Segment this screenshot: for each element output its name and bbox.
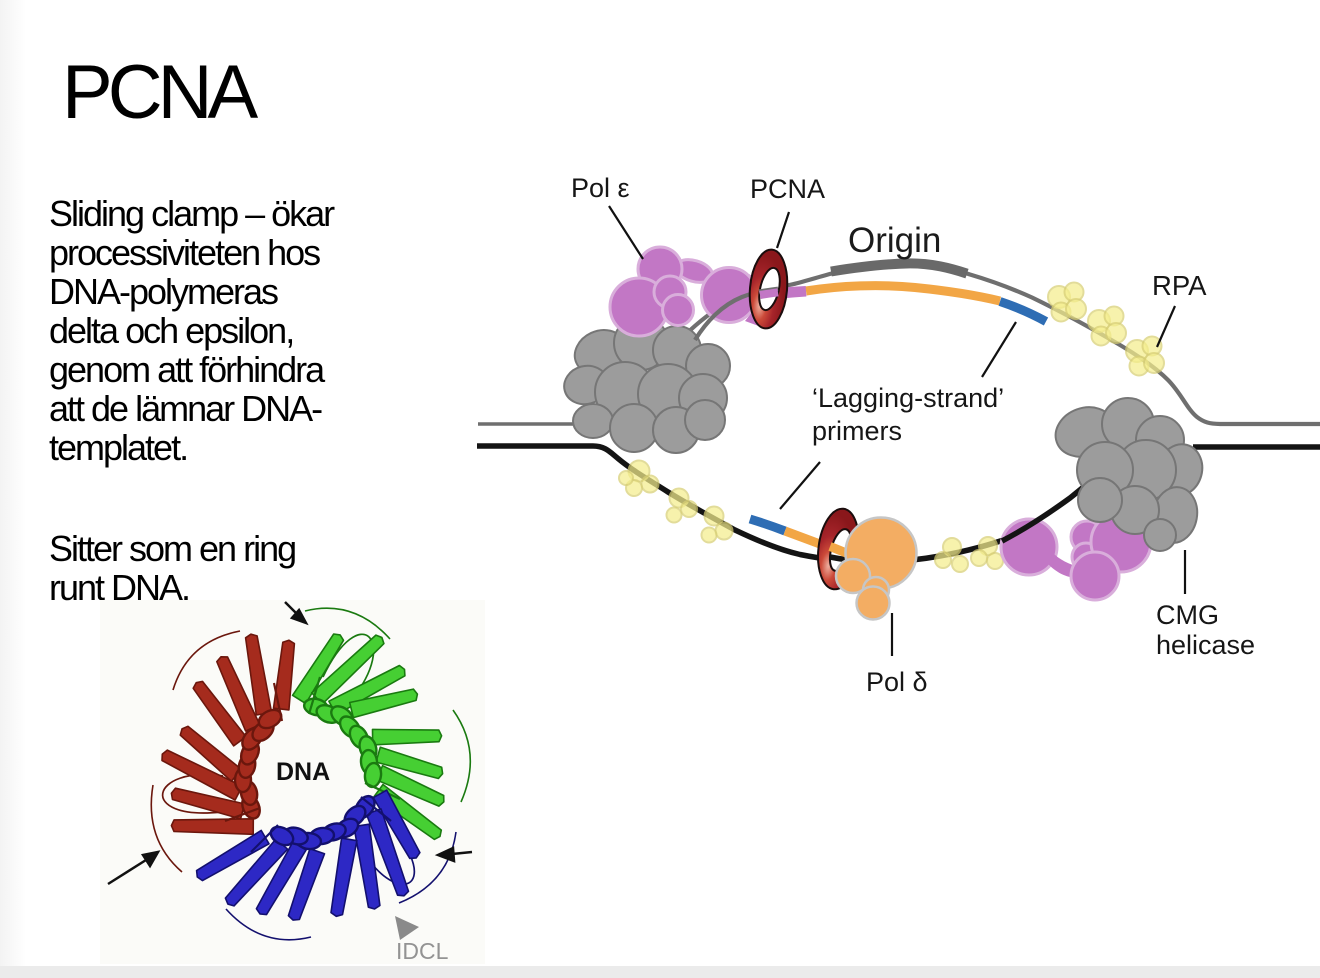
svg-text:RPA: RPA xyxy=(1152,270,1207,301)
svg-text:PCNA: PCNA xyxy=(750,174,825,204)
svg-text:Pol δ: Pol δ xyxy=(866,667,928,697)
svg-text:Origin: Origin xyxy=(848,221,941,260)
svg-text:CMG: CMG xyxy=(1156,600,1219,630)
svg-text:helicase: helicase xyxy=(1156,630,1255,660)
svg-text:DNA: DNA xyxy=(276,758,330,786)
svg-text:IDCL: IDCL xyxy=(396,938,449,964)
svg-text:‘Lagging-strand’: ‘Lagging-strand’ xyxy=(812,383,1004,413)
svg-text:primers: primers xyxy=(812,416,902,446)
svg-text:Pol ε: Pol ε xyxy=(571,173,630,203)
